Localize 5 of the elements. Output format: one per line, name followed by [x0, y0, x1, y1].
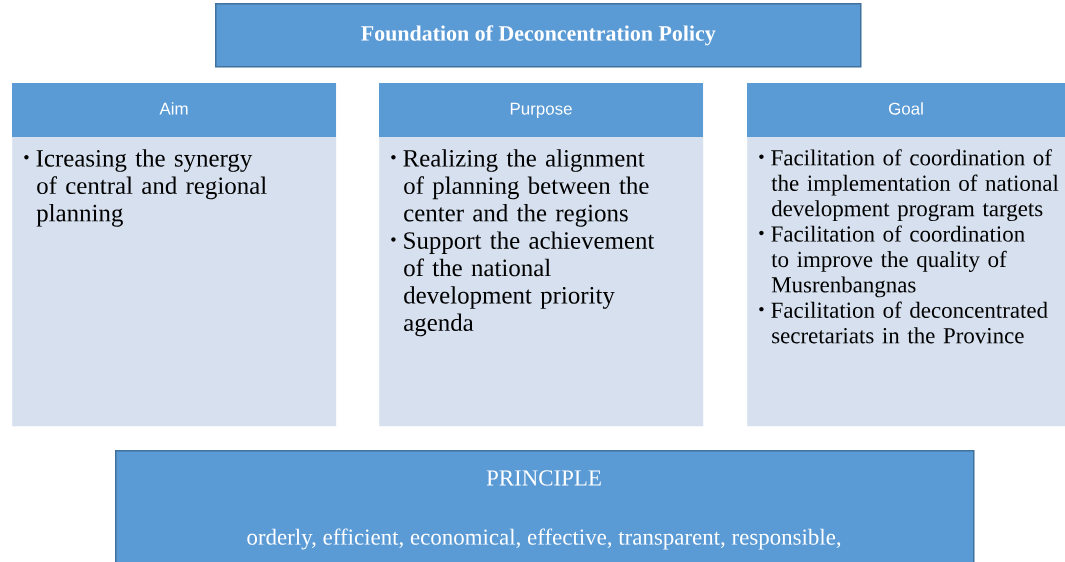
principle-box: PRINCIPLE orderly, efficient, economical, effective, transparent, responsible,: [115, 450, 975, 562]
column-box: Goal Facilitation of coordination of the implementation of national development program targets Facilitation of coordination to improve the quality of Musrenbangnas Facilitation of deconcentrated secretariats in the Province: [747, 83, 1065, 427]
title-box: Foundation of Deconcentration Policy: [215, 3, 862, 68]
column-box: Purpose Realizing the alignment of planning between the center and the regions Support the achievement of the national development priority agenda: [379, 83, 704, 427]
column-box: Aim Icreasing the synergy of central and regional planning: [12, 83, 337, 427]
